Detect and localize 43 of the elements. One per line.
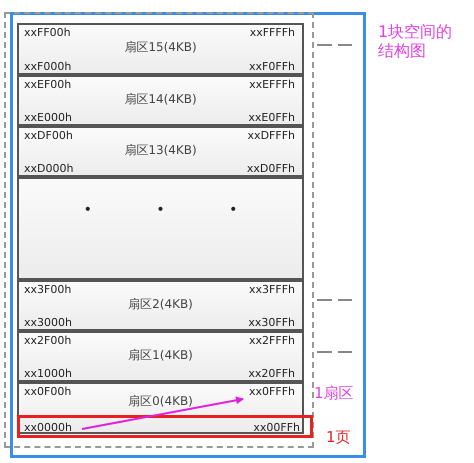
address-label: xxD000h (24, 162, 74, 175)
address-label: xx3FFFh (249, 283, 295, 296)
address-label: xx0000h (24, 421, 72, 434)
address-label: xxEF00h (24, 78, 72, 91)
ellipsis-dots: • • • (82, 201, 238, 220)
sector-box (17, 177, 304, 280)
address-label: xxE000h (24, 111, 72, 124)
dashed-frame (4, 12, 314, 448)
address-label: xxDF00h (24, 129, 73, 142)
sector-box (17, 280, 304, 331)
address-label: xxDFFFh (248, 129, 295, 142)
address-label: xx2F00h (24, 334, 72, 347)
sector-box (17, 23, 304, 75)
sector-label: 扇区0(4KB) (127, 395, 194, 408)
note-label: 1页 (326, 428, 352, 447)
address-label: xx0FFFh (249, 385, 295, 398)
address-label: xxFFFFh (250, 26, 295, 39)
address-label: xxEFFFh (249, 78, 295, 91)
address-label: xx30FFh (248, 316, 295, 329)
sector-box (17, 75, 304, 126)
note-label: 1扇区 (314, 384, 355, 403)
address-label: xx3F00h (24, 283, 72, 296)
address-label: xxF0FFh (249, 60, 295, 73)
address-label: xx0F00h (24, 385, 72, 398)
address-label: xx2FFFh (249, 334, 295, 347)
address-label: xx20FFh (248, 367, 295, 380)
sector-label: 扇区1(4KB) (127, 348, 194, 362)
page-box (17, 415, 313, 438)
sector-box (17, 382, 304, 434)
address-label: xxFF00h (24, 26, 71, 39)
address-label: xx3000h (24, 316, 72, 329)
address-label: xxD0FFh (246, 162, 295, 175)
address-label: xxF000h (24, 60, 72, 73)
address-label: xx00FFh (253, 421, 300, 434)
sector-label: 扇区13(4KB) (123, 144, 198, 156)
sector-label: 扇区15(4KB) (123, 41, 198, 54)
address-label: xxE0FFh (248, 111, 295, 124)
note-label: 1块空间的结构图 (378, 22, 454, 60)
sector-label: 扇区2(4KB) (127, 298, 194, 310)
sector-box (17, 331, 304, 382)
sector-box (17, 126, 304, 177)
address-label: xx1000h (24, 367, 72, 380)
sector-label: 扇区14(4KB) (123, 92, 198, 106)
